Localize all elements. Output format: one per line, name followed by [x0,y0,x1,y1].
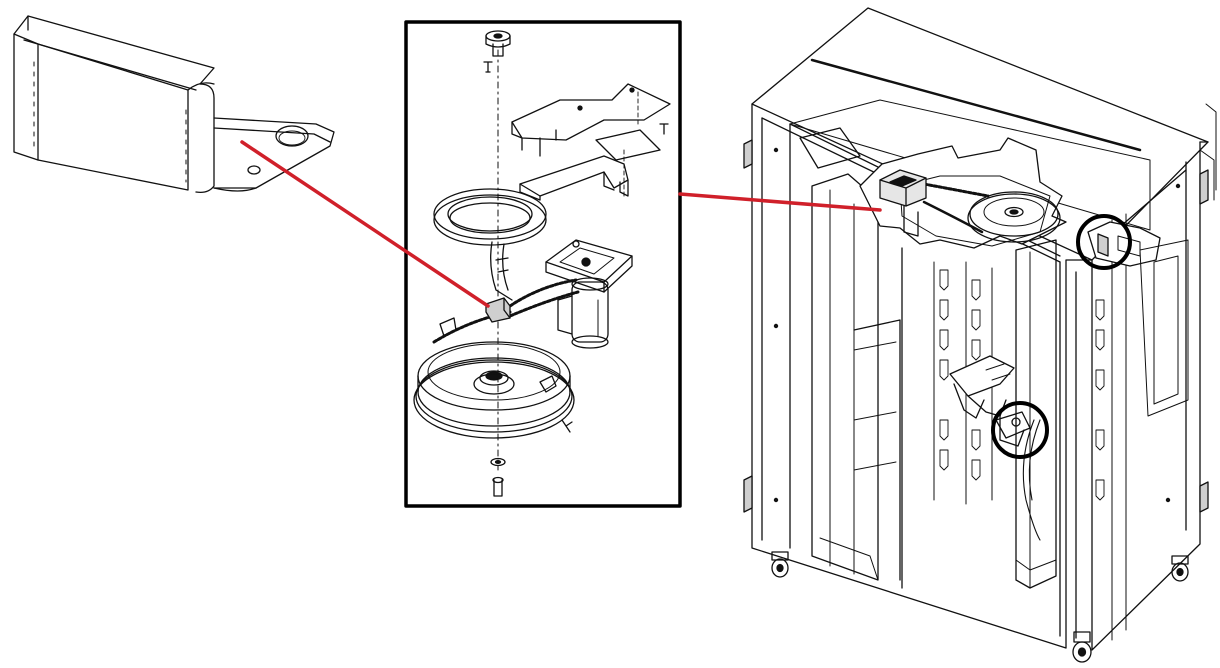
storage-slots [939,269,1105,501]
callout-lines [240,140,882,308]
upper-mount-plate [511,83,671,161]
central-tower [1015,239,1057,589]
drive-belt [508,278,580,318]
top-cap-icon [483,30,511,73]
clip-bracket [485,297,511,323]
drum-pulley [413,341,575,439]
gripper-assembly [949,355,1031,447]
highlight-circle-sensor [1076,214,1132,270]
detail-frame [404,20,682,508]
exploded-assembly [404,20,682,508]
cabinet-overview [743,7,1217,663]
arm-bracket [519,155,629,201]
callout-bracket-to-clip [240,140,490,308]
highlight-circle-gripper [991,401,1049,459]
callout-panel-to-cabinet [678,192,882,212]
door-hinges [743,139,1209,513]
top-carousel-plate [859,137,1067,249]
bracket-detail [13,15,335,194]
lower-fasteners [490,419,573,497]
coiled-ribbon [433,188,547,301]
frame-rivets [773,147,1181,503]
casters [771,551,1189,663]
gearbox-assembly [545,239,633,349]
